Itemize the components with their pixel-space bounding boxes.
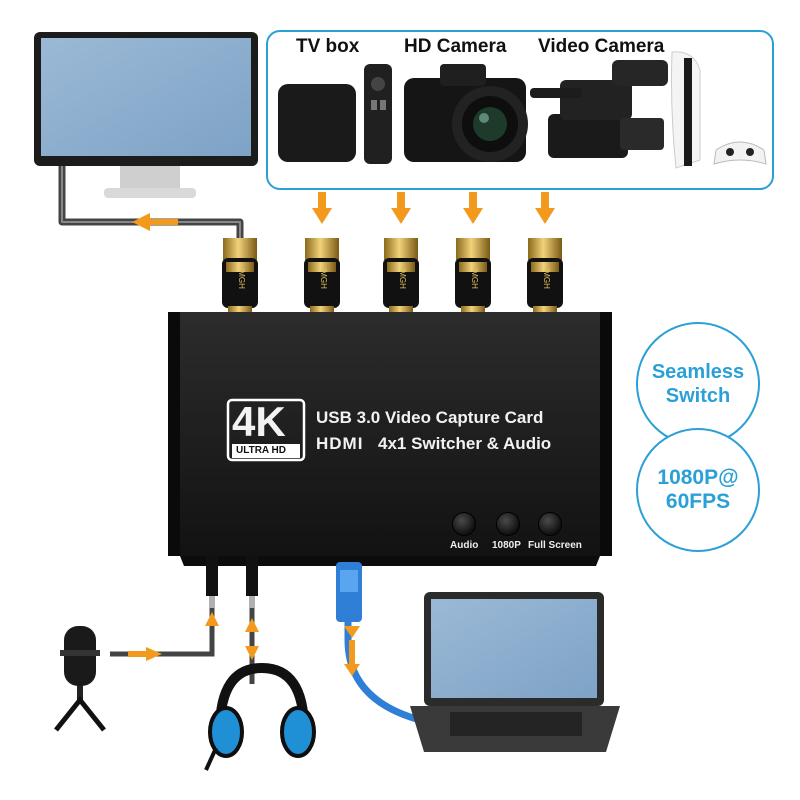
full-screen-button[interactable] xyxy=(538,512,562,536)
laptop-icon xyxy=(410,592,620,752)
capture-card-device xyxy=(168,312,612,566)
audio-jacks xyxy=(206,556,258,608)
tv-box-icon xyxy=(278,64,392,164)
arrow-mic-icon xyxy=(205,612,219,626)
hdmi-logo: HDMI xyxy=(316,434,364,453)
resolution-1080p-label: 1080P xyxy=(492,540,521,551)
device-title-line2: 4x1 Switcher & Audio xyxy=(378,434,552,453)
source-label-hd-camera: HD Camera xyxy=(404,36,507,57)
logo-4k: 4K xyxy=(232,398,286,445)
resolution-1080p-button[interactable] xyxy=(496,512,520,536)
source-label-tv-box: TV box xyxy=(296,36,360,57)
logo-ultra-hd: ULTRA HD xyxy=(236,445,286,456)
connector-label: IMGH xyxy=(398,268,407,289)
badge-line: Seamless xyxy=(651,361,745,383)
arrow-headset-icon xyxy=(245,618,259,632)
badge-line: Switch xyxy=(665,385,731,407)
audio-button[interactable] xyxy=(452,512,476,536)
microphone-icon xyxy=(54,626,106,732)
arrow-to-monitor-icon xyxy=(132,213,150,231)
source-arrows xyxy=(312,192,555,224)
usb-cable xyxy=(344,566,451,730)
monitor-icon xyxy=(34,32,258,198)
headphones-icon xyxy=(204,662,316,771)
connector-label: IMGH xyxy=(542,268,551,289)
full-screen-label: Full Screen xyxy=(528,540,582,551)
audio-button-label: Audio xyxy=(450,540,479,551)
badge-line: 60FPS xyxy=(665,490,731,513)
source-label-video-camera: Video Camera xyxy=(538,36,665,57)
mic-cable xyxy=(110,608,215,657)
device-title-line1: USB 3.0 Video Capture Card xyxy=(316,408,544,427)
hdmi-connectors xyxy=(222,238,563,316)
hd-camera-icon xyxy=(404,64,528,162)
fps-badge: 1080P@60FPS xyxy=(636,428,760,552)
connector-label: IMGH xyxy=(237,268,246,289)
arrow-usb-icon xyxy=(344,626,360,638)
connector-label: IMGH xyxy=(319,268,328,289)
connector-label: IMGH xyxy=(470,268,479,289)
badge-line: 1080P@ xyxy=(657,466,739,489)
game-console-icon xyxy=(671,51,767,169)
video-camera-icon xyxy=(530,60,668,158)
